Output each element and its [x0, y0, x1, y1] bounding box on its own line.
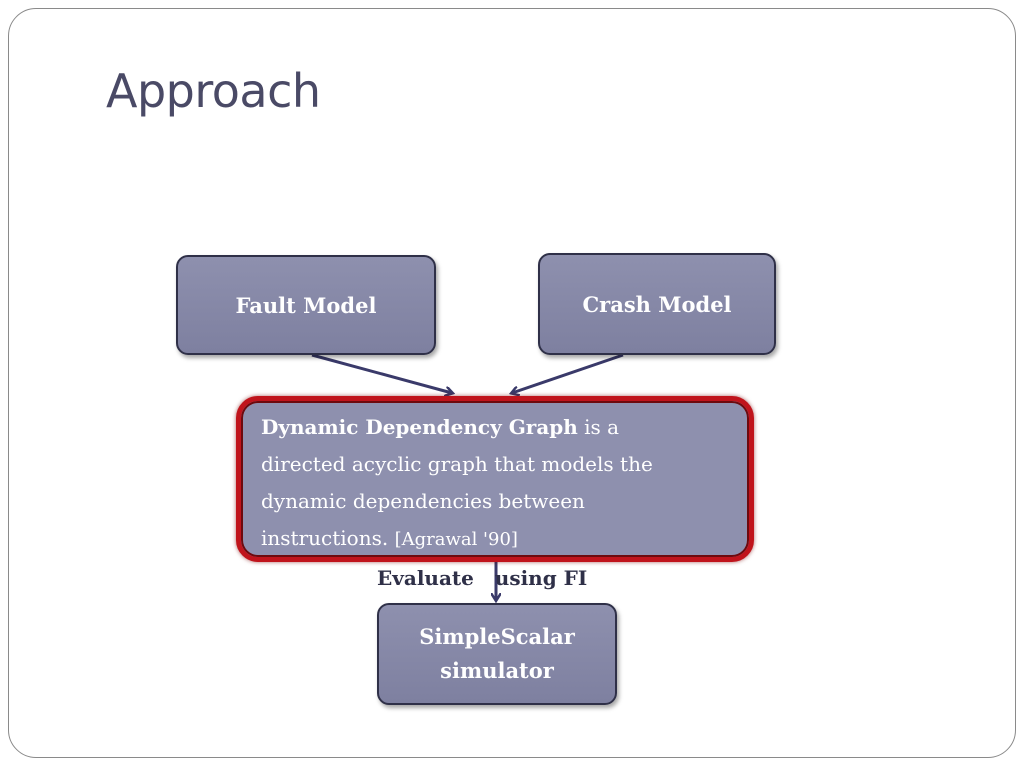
simplescalar-simulator-node: SimpleScalar simulator — [377, 603, 617, 705]
slide-title: Approach — [106, 64, 321, 118]
dynamic-dependency-graph-node: Dynamic Dependency Graph is a directed a… — [236, 396, 754, 562]
ddg-definition-line3: dynamic dependencies between — [261, 489, 585, 513]
crash-model-node: Crash Model — [538, 253, 776, 355]
fault-model-node: Fault Model — [176, 255, 436, 355]
edge-label-evaluate: Evaluate using FI — [377, 566, 588, 590]
fault-model-label: Fault Model — [235, 292, 377, 318]
ddg-definition-line2: directed acyclic graph that models the — [261, 452, 653, 476]
simulator-label-line2: simulator — [440, 658, 554, 683]
ddg-definition-line1: is a — [577, 415, 620, 439]
ddg-definition-line4: instructions. — [261, 526, 395, 550]
ddg-term: Dynamic Dependency Graph — [261, 415, 578, 439]
crash-model-label: Crash Model — [582, 291, 732, 317]
simulator-label-line1: SimpleScalar — [419, 624, 575, 649]
ddg-citation: [Agrawal '90] — [394, 529, 518, 550]
